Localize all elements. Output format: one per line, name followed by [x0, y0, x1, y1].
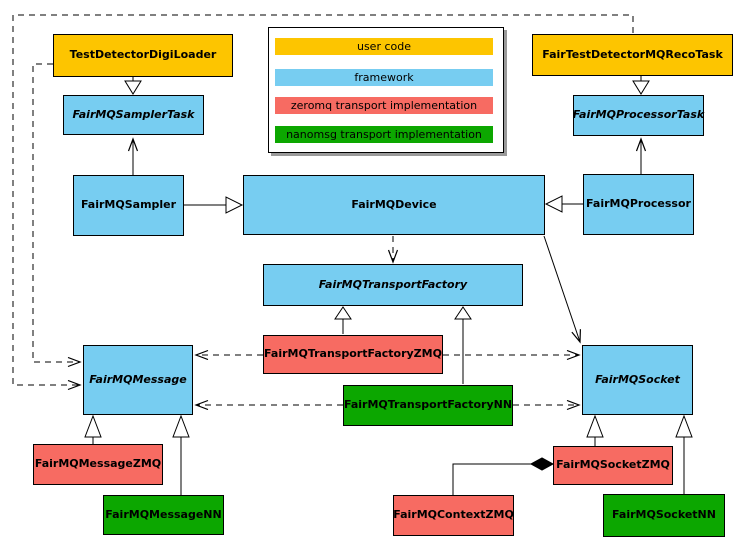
class-label: FairMQContextZMQ	[393, 508, 514, 522]
class-box-fairtestdetectormqrecotask: FairTestDetectorMQRecoTask	[532, 34, 733, 76]
class-box-fairmqdevice: FairMQDevice	[243, 175, 545, 235]
edge-generalization-recotask-processortask	[632, 76, 650, 95]
class-label: FairMQSamplerTask	[72, 107, 195, 121]
edge-composition-socketzmq-contextzmq	[452, 457, 555, 495]
class-label: FairMQTransportFactoryNN	[343, 398, 513, 412]
class-box-fairmqsocketzmq: FairMQSocketZMQ	[553, 446, 673, 485]
class-label: FairMQProcessor	[586, 197, 691, 211]
class-box-fairmqmessagezmq: FairMQMessageZMQ	[33, 444, 163, 485]
class-box-fairmqtransportfactorynn: FairMQTransportFactoryNN	[343, 385, 513, 426]
class-label: FairTestDetectorMQRecoTask	[542, 47, 723, 61]
legend: user code framework zeromq transport imp…	[268, 27, 504, 153]
edge-generalization-tfnn-transportfactory	[454, 306, 472, 384]
edge-generalization-socketnn-socket	[675, 414, 693, 494]
class-box-fairmqtransportfactory: FairMQTransportFactory	[263, 264, 523, 306]
edge-dependency-recotask-message	[12, 14, 634, 385]
legend-item-user-code: user code	[275, 38, 493, 55]
legend-label: zeromq transport implementation	[290, 99, 478, 112]
edge-generalization-messagenn-message	[172, 414, 190, 495]
class-box-testdetectordigiloader: TestDetectorDigiLoader	[53, 34, 233, 77]
edge-generalization-tfzmq-transportfactory	[334, 306, 352, 334]
legend-item-zeromq: zeromq transport implementation	[275, 97, 493, 114]
class-label: FairMQProcessorTask	[572, 108, 705, 122]
class-label: FairMQSocketZMQ	[556, 458, 670, 472]
class-label: FairMQSampler	[80, 198, 177, 212]
legend-label: framework	[354, 71, 414, 84]
class-box-fairmqsocketnn: FairMQSocketNN	[603, 494, 725, 537]
class-label: FairMQSocketNN	[612, 508, 716, 522]
legend-item-framework: framework	[275, 69, 493, 86]
class-label: FairMQSocket	[595, 372, 680, 386]
class-label: TestDetectorDigiLoader	[69, 48, 217, 62]
class-box-fairmqsamplertask: FairMQSamplerTask	[63, 95, 204, 135]
class-box-fairmqsocket: FairMQSocket	[582, 345, 693, 415]
class-box-fairmqcontextzmq: FairMQContextZMQ	[393, 495, 514, 536]
edge-generalization-sampler-device	[184, 196, 244, 214]
class-label: FairMQTransportFactory	[318, 277, 468, 291]
class-box-fairmqprocessor: FairMQProcessor	[583, 174, 694, 235]
class-box-fairmqsampler: FairMQSampler	[73, 175, 184, 236]
edge-generalization-socketzmq-socket	[586, 414, 604, 446]
class-box-fairmqprocessortask: FairMQProcessorTask	[573, 95, 704, 136]
edge-generalization-digiloader-samplertask	[124, 77, 142, 95]
legend-label: nanomsg transport implementation	[286, 128, 482, 141]
class-label: FairMQMessageZMQ	[34, 457, 162, 471]
edge-generalization-processor-device	[544, 195, 583, 213]
class-box-fairmqmessage: FairMQMessage	[83, 345, 193, 415]
class-label: FairMQMessage	[89, 372, 187, 386]
class-box-fairmqmessagenn: FairMQMessageNN	[103, 495, 224, 535]
edge-dependency-digiloader-message	[32, 63, 80, 362]
edge-generalization-messagezmq-message	[84, 414, 102, 444]
legend-label: user code	[356, 40, 412, 53]
class-label: FairMQTransportFactoryZMQ	[264, 347, 442, 361]
edge-association-device-socket	[543, 235, 580, 342]
class-label: FairMQMessageNN	[105, 507, 222, 521]
class-label: FairMQDevice	[351, 197, 437, 211]
legend-item-nanomsg: nanomsg transport implementation	[275, 126, 493, 143]
class-box-fairmqtransportfactoryzmq: FairMQTransportFactoryZMQ	[263, 335, 443, 374]
